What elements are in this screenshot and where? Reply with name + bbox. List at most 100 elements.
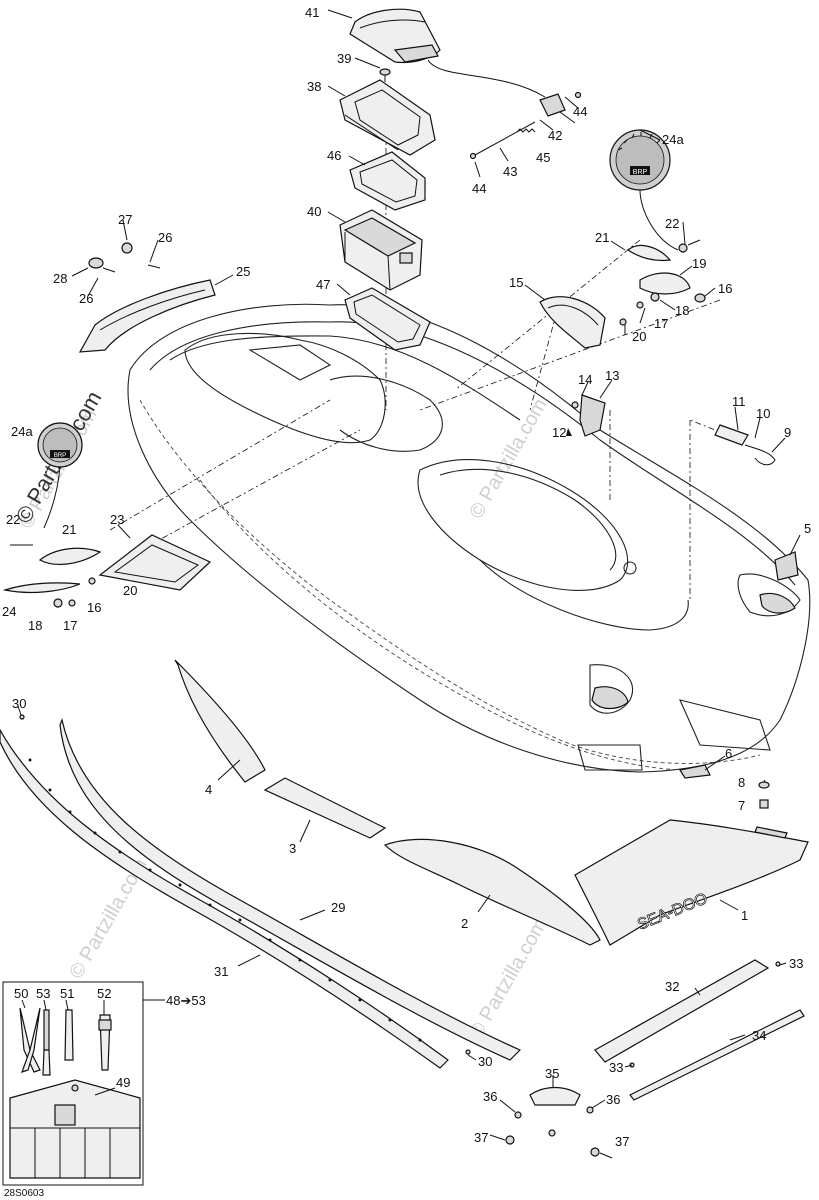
callout-38: 38 [307,79,321,94]
callout-41: 41 [305,5,319,20]
callout-43: 43 [503,164,517,179]
callout-32: 32 [665,979,679,994]
pin-43 [469,91,582,160]
callout-13: 13 [605,368,619,383]
callout-46: 46 [327,148,341,163]
handle-24 [2,582,81,594]
diagram-code: 28S0603 [4,1188,44,1199]
screws-left [53,577,96,608]
callout-22-left: 22 [6,512,20,527]
callout-labels: 41 39 38 46 40 47 44 42 45 43 44 24a 22 … [2,5,811,1199]
assembly-lines [109,120,741,600]
callout-5: 5 [804,521,811,536]
fasteners-36-37 [505,1106,600,1157]
screws-16-18-right [636,292,706,309]
handle-25 [78,279,216,353]
vent-23 [98,534,212,591]
washer-22-right [678,243,688,253]
fastener-7-8 [754,781,788,839]
callout-31: 31 [214,964,228,979]
callout-16-left: 16 [87,600,101,615]
bumper-35 [529,1086,581,1106]
rivet-30-top [19,714,25,720]
watermark-center: © Partzilla.com [465,395,551,523]
callout-33-bottom: 33 [609,1060,623,1075]
callout-9: 9 [784,425,791,440]
callout-3: 3 [289,841,296,856]
screw-39 [379,68,391,82]
callout-23: 23 [110,512,124,527]
callout-49: 49 [116,1075,130,1090]
callout-21-left: 21 [62,522,76,537]
handle-19 [639,272,691,295]
callout-26-bottom: 26 [79,291,93,306]
callout-50: 50 [14,986,28,1001]
storage-bin-40 [339,209,423,291]
callout-2: 2 [461,916,468,931]
leader-lines [17,9,801,1159]
callout-34: 34 [752,1028,766,1043]
rub-rail-31 [0,728,449,1069]
callout-53: 53 [36,986,50,1001]
vent-15 [539,296,606,349]
callout-7: 7 [738,798,745,813]
callout-35: 35 [545,1066,559,1081]
callout-24: 24 [2,604,16,619]
callout-20-right: 20 [632,329,646,344]
callout-44-bottom: 44 [472,181,486,196]
storage-frame-38 [339,79,436,156]
callout-26-top: 26 [158,230,172,245]
callout-21-right: 21 [595,230,609,245]
callout-1: 1 [741,908,748,923]
callout-24a-left: 24a [11,424,33,439]
trim-21-left [38,547,102,565]
callout-8: 8 [738,775,745,790]
rub-rail-29 [59,717,522,1061]
decal-5 [774,551,799,581]
eye-bolt-9 [714,424,776,466]
callout-22-right: 22 [665,216,679,231]
callout-12: 12 [552,425,566,440]
rub-rail-32 [594,959,770,1063]
callout-42: 42 [548,128,562,143]
seal-46 [349,151,426,211]
callout-18-right: 18 [675,303,689,318]
callout-17-left: 17 [63,618,77,633]
callout-44-top: 44 [573,104,587,119]
callout-37-right: 37 [615,1134,629,1149]
callout-19: 19 [692,256,706,271]
callout-11: 11 [732,394,746,409]
mat-1: SEA-DOO [574,819,809,946]
callout-51: 51 [60,986,74,1001]
callout-17-right: 17 [654,316,668,331]
spring-45 [516,128,536,133]
callout-36-right: 36 [606,1092,620,1107]
trim-21-right [626,245,672,262]
callout-48-53: 48➔53 [166,993,206,1008]
mat-2 [383,838,601,946]
callout-15: 15 [509,275,523,290]
callout-28: 28 [53,271,67,286]
callout-37-left: 37 [474,1130,488,1145]
callout-40: 40 [307,204,321,219]
callout-33-top: 33 [789,956,803,971]
mat-3 [263,777,387,839]
callout-52: 52 [97,986,111,1001]
callout-20-left: 20 [123,583,137,598]
callout-25: 25 [236,264,250,279]
callout-47: 47 [316,277,330,292]
decal-6 [679,764,711,779]
callout-6: 6 [725,746,732,761]
callout-39: 39 [337,51,351,66]
screw-20-right [619,318,627,326]
mat-4 [174,659,266,783]
callout-10: 10 [756,406,770,421]
latch-plate-42 [539,93,566,117]
storage-cover-41 [349,8,441,64]
bolt-22-right [687,239,701,246]
callout-29: 29 [331,900,345,915]
callout-27: 27 [118,212,132,227]
callout-45: 45 [536,150,550,165]
callout-30-bottom: 30 [478,1054,492,1069]
